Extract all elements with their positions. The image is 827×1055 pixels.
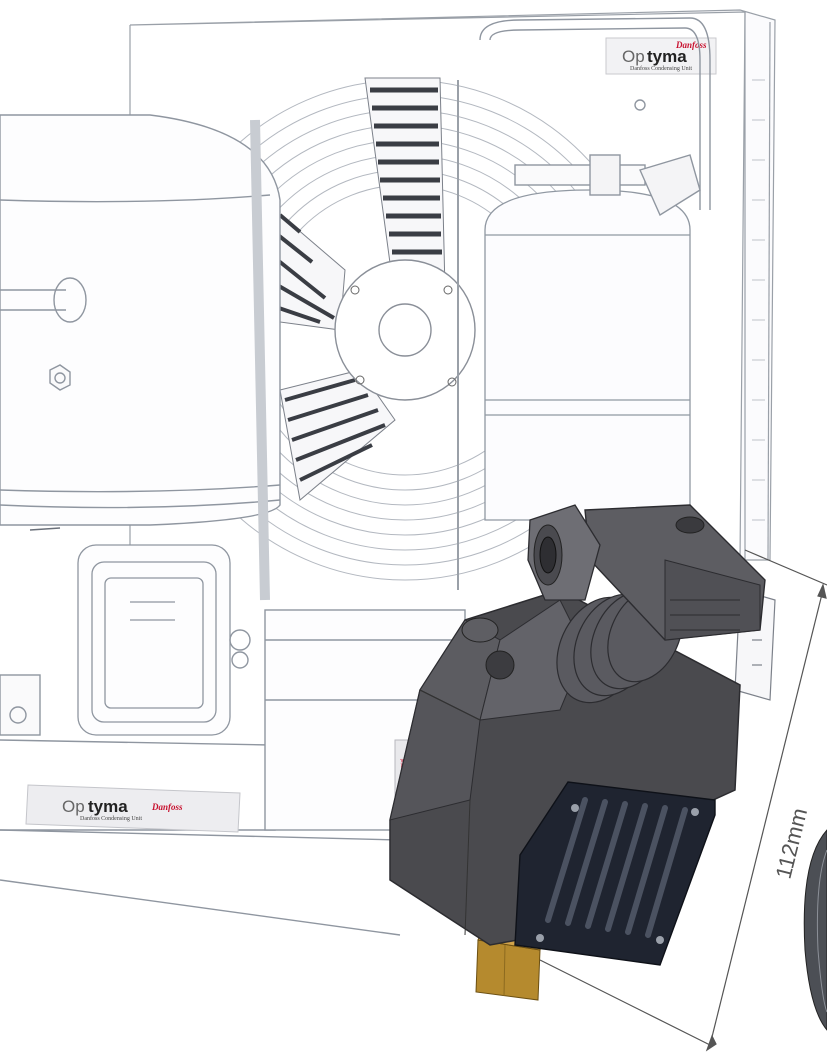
logo-bottom-brand: Danfoss (151, 802, 183, 812)
logo-bottom-opt: Op (62, 797, 85, 816)
heatsink (514, 781, 716, 966)
logo-top-tyma: tyma (647, 47, 687, 66)
terminal-box (77, 544, 231, 736)
logo-top-brand: Danfoss (675, 40, 707, 50)
solenoid-coil (389, 504, 766, 1001)
optyma-logo-bottom: Op tyma Danfoss Condensing Unit Danfoss (25, 784, 241, 833)
logo-bottom-tyma: tyma (88, 797, 128, 816)
coil-rings (556, 587, 683, 704)
logo-top-opt: Op (622, 47, 645, 66)
compressor (0, 114, 281, 601)
dimension-label: 112mm (771, 806, 813, 882)
cable-connector (527, 504, 766, 641)
piping (479, 17, 711, 217)
logo-top-subtitle: Danfoss Condensing Unit (630, 65, 692, 72)
receiver-tank (484, 189, 691, 521)
optyma-logo-top: Op tyma Danfoss Condensing Unit Danfoss (605, 37, 717, 75)
edge-object (803, 829, 827, 1031)
fan-blade (364, 77, 446, 301)
logo-bottom-subtitle: Danfoss Condensing Unit (80, 815, 142, 822)
fan-blade (279, 369, 396, 501)
